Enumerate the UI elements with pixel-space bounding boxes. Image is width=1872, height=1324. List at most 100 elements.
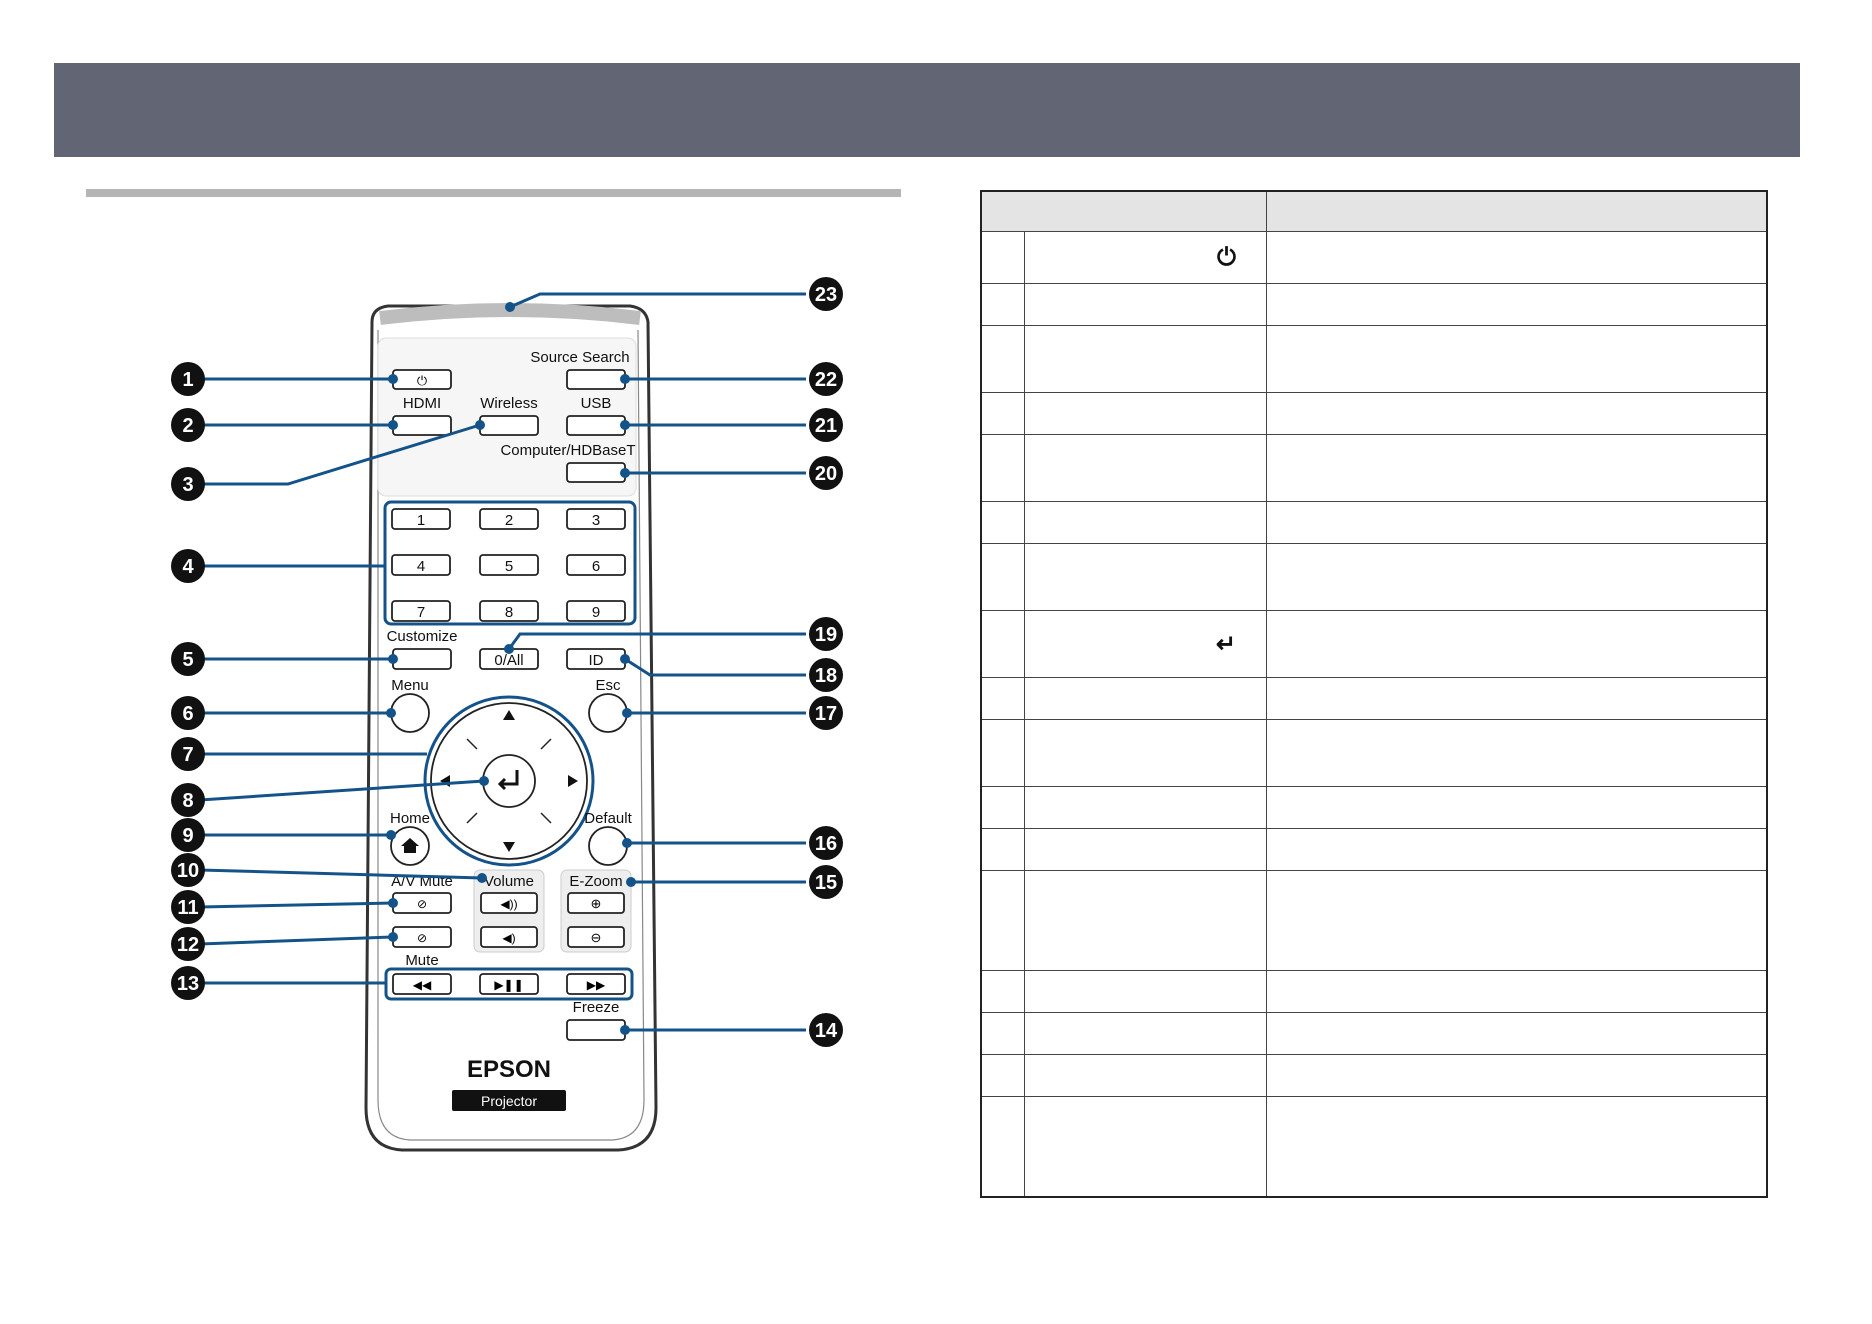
svg-text:10: 10 — [177, 860, 199, 882]
computer-hdbaset-button[interactable] — [566, 462, 626, 483]
callout-1: 1 — [171, 362, 205, 396]
esc-button[interactable] — [588, 693, 628, 733]
svg-text:23: 23 — [815, 284, 837, 306]
number-button-2[interactable] — [479, 508, 539, 530]
row-description — [1266, 610, 1768, 678]
zoom-in-icon: ⊕ — [591, 896, 602, 911]
number-label-5: 5 — [505, 558, 513, 575]
volume-up-button[interactable] — [480, 892, 538, 914]
row-button-name — [1024, 392, 1267, 435]
table-row — [980, 1054, 1768, 1097]
svg-text:4: 4 — [182, 556, 194, 578]
table-row — [980, 434, 1768, 502]
rewind-button[interactable] — [392, 973, 452, 995]
row-button-name: ↵ — [1024, 610, 1267, 678]
svg-text:6: 6 — [182, 703, 193, 725]
play-pause-button[interactable] — [479, 973, 539, 995]
up-arrow-icon[interactable] — [503, 710, 515, 720]
default-label: Default — [584, 810, 632, 827]
callout-12: 12 — [171, 927, 205, 961]
row-button-name — [1024, 283, 1267, 326]
computer-hdbaset-label: Computer/HDBaseT — [500, 442, 635, 459]
svg-text:7: 7 — [182, 744, 193, 766]
freeze-button[interactable] — [566, 1019, 626, 1041]
fast-forward-button[interactable] — [566, 973, 626, 995]
row-description — [1266, 786, 1768, 829]
menu-label: Menu — [391, 677, 429, 694]
row-number — [980, 1054, 1025, 1097]
default-button[interactable] — [588, 826, 628, 866]
remote-control-diagram: ⏻ HDMI Wireless Source Search USB Comput… — [171, 277, 843, 1152]
svg-text:3: 3 — [182, 474, 193, 496]
dpad-divider-c — [466, 812, 478, 824]
row-description — [1266, 828, 1768, 871]
callout-22: 22 — [809, 362, 843, 396]
mute-label: Mute — [405, 952, 438, 969]
right-arrow-icon[interactable] — [568, 775, 578, 787]
callout-14: 14 — [809, 1013, 843, 1047]
volume-down-button[interactable] — [480, 926, 538, 948]
row-number — [980, 870, 1025, 971]
row-number — [980, 610, 1025, 678]
row-button-name — [1024, 1054, 1267, 1097]
model-label: Projector — [481, 1093, 537, 1109]
table-row — [980, 283, 1768, 326]
row-number — [980, 543, 1025, 611]
table-header-name — [980, 190, 1267, 232]
svg-text:9: 9 — [182, 825, 193, 847]
fast-forward-icon: ▶▶ — [587, 978, 606, 992]
hdmi-button[interactable] — [392, 415, 452, 436]
esc-label: Esc — [595, 677, 621, 694]
number-button-6[interactable] — [566, 554, 626, 576]
customize-button[interactable] — [392, 648, 452, 670]
svg-text:16: 16 — [815, 833, 837, 855]
source-search-button[interactable] — [566, 369, 626, 390]
model-badge — [452, 1090, 566, 1111]
number-label-7: 7 — [417, 604, 425, 621]
number-pad-frame — [383, 500, 637, 626]
svg-text:13: 13 — [177, 973, 199, 995]
callout-23: 23 — [809, 277, 843, 311]
down-arrow-icon[interactable] — [503, 842, 515, 852]
number-button-7[interactable] — [391, 600, 451, 622]
button-reference-table: ⏻↵ — [980, 190, 1768, 1198]
menu-button[interactable] — [390, 693, 430, 733]
table-row — [980, 392, 1768, 435]
row-number — [980, 283, 1025, 326]
row-number — [980, 434, 1025, 502]
number-button-3[interactable] — [566, 508, 626, 530]
callout-4: 4 — [171, 549, 205, 583]
hdmi-label: HDMI — [403, 395, 441, 412]
number-button-8[interactable] — [479, 600, 539, 622]
play-pause-icon: ▶❚❚ — [494, 978, 523, 992]
callout-7: 7 — [171, 737, 205, 771]
svg-text:1: 1 — [182, 369, 193, 391]
svg-text:5: 5 — [182, 649, 193, 671]
freeze-label: Freeze — [573, 999, 620, 1016]
enter-button[interactable] — [482, 754, 536, 808]
number-button-1[interactable] — [391, 508, 451, 530]
number-button-9[interactable] — [566, 600, 626, 622]
row-button-name — [1024, 543, 1267, 611]
ezoom-out-button[interactable] — [567, 926, 625, 948]
number-label-1: 1 — [417, 512, 425, 529]
ezoom-in-button[interactable] — [567, 892, 625, 914]
callout-8: 8 — [171, 783, 205, 817]
row-description — [1266, 392, 1768, 435]
wireless-button[interactable] — [479, 415, 539, 436]
row-number — [980, 719, 1025, 787]
number-label-2: 2 — [505, 512, 513, 529]
row-button-name — [1024, 1012, 1267, 1055]
wireless-label: Wireless — [480, 395, 538, 412]
number-button-5[interactable] — [479, 554, 539, 576]
row-number — [980, 1096, 1025, 1197]
number-button-4[interactable] — [391, 554, 451, 576]
number-label-3: 3 — [592, 512, 600, 529]
callout-9: 9 — [171, 818, 205, 852]
svg-text:11: 11 — [177, 897, 198, 919]
table-row — [980, 501, 1768, 544]
rewind-icon: ◀◀ — [413, 978, 432, 992]
usb-button[interactable] — [566, 415, 626, 436]
callout-18: 18 — [809, 658, 843, 692]
row-description — [1266, 543, 1768, 611]
